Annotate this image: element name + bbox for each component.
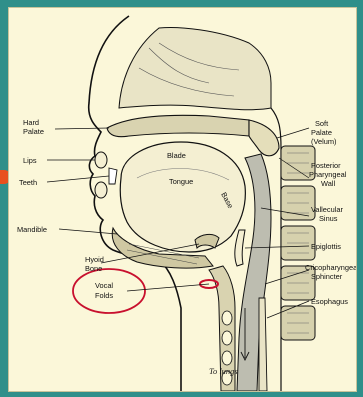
label-crico-1: Cricopharyngeal [305, 263, 356, 272]
label-hyoid-1: Hyoid [85, 255, 104, 264]
label-crico-2: Sphincter [311, 272, 343, 281]
label-hyoid-2: Bone [85, 264, 102, 273]
label-lips: Lips [23, 156, 37, 165]
label-posterior-1: Posterior [311, 161, 341, 170]
label-blade: Blade [167, 151, 186, 160]
label-soft-palate-1: Soft [315, 119, 328, 128]
hard-palate-shape [107, 115, 249, 136]
label-teeth: Teeth [19, 178, 37, 187]
anatomy-diagram: Hard Palate Lips Teeth Mandible Hyoid Bo… [9, 8, 356, 391]
label-hard-palate-2: Palate [23, 127, 44, 136]
soft-palate-shape [249, 120, 279, 156]
teeth-shape [109, 168, 117, 184]
label-soft-palate-3: (Velum) [311, 137, 336, 146]
label-mandible: Mandible [17, 225, 47, 234]
label-to-lungs: To lungs [209, 366, 238, 376]
epiglottis-shape [235, 230, 245, 266]
label-posterior-3: Wall [321, 179, 335, 188]
lower-lip [95, 182, 107, 198]
label-soft-palate-2: Palate [311, 128, 332, 137]
label-esophagus: Esophagus [311, 297, 348, 306]
label-posterior-2: Pharyngeal [309, 170, 347, 179]
label-vallecular-2: Sinus [319, 214, 338, 223]
label-tongue: Tongue [169, 177, 193, 186]
label-vocal-folds-1: Vocal [95, 281, 113, 290]
upper-lip [95, 152, 107, 168]
label-vocal-folds-2: Folds [95, 291, 113, 300]
esophagus-tube [259, 298, 267, 391]
nasal-cavity [119, 28, 271, 110]
diagram-paper: Hard Palate Lips Teeth Mandible Hyoid Bo… [9, 8, 356, 391]
label-hard-palate-1: Hard [23, 118, 39, 127]
label-vallecular-1: Vallecular [311, 205, 343, 214]
label-epiglottis: Epiglottis [311, 242, 341, 251]
